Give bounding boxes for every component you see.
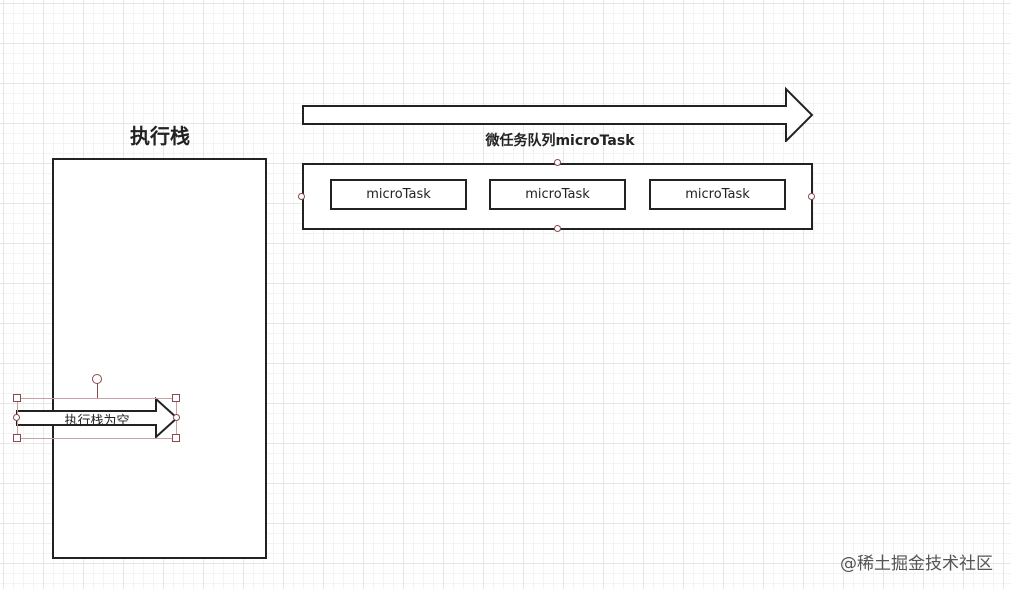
microtask-item[interactable]: microTask xyxy=(489,179,626,210)
rotate-handle-stem xyxy=(97,383,98,398)
microtask-item[interactable]: microTask xyxy=(330,179,467,210)
execution-stack-box[interactable] xyxy=(52,158,267,559)
connection-point-top[interactable] xyxy=(554,159,561,166)
microtask-item[interactable]: microTask xyxy=(649,179,786,210)
microtask-queue-title: 微任务队列microTask xyxy=(485,133,635,149)
connection-point-arrow-right[interactable] xyxy=(173,414,180,421)
stack-empty-label: 执行栈为空 xyxy=(64,414,130,429)
selection-outline-bottom xyxy=(17,438,177,439)
resize-handle-bottom-left[interactable] xyxy=(13,434,21,442)
resize-handle-top-right[interactable] xyxy=(172,394,180,402)
rotate-handle[interactable] xyxy=(92,374,102,384)
resize-handle-top-left[interactable] xyxy=(13,394,21,402)
connection-point-left[interactable] xyxy=(298,193,305,200)
connection-point-right[interactable] xyxy=(808,193,815,200)
stack-empty-arrow[interactable] xyxy=(14,396,184,442)
selection-outline-top xyxy=(17,398,177,399)
connection-point-arrow-left[interactable] xyxy=(13,414,20,421)
watermark: @稀土掘金技术社区 xyxy=(840,554,993,574)
execution-stack-title: 执行栈 xyxy=(130,124,190,148)
resize-handle-bottom-right[interactable] xyxy=(172,434,180,442)
queue-flow-arrow xyxy=(302,86,814,142)
connection-point-bottom[interactable] xyxy=(554,225,561,232)
